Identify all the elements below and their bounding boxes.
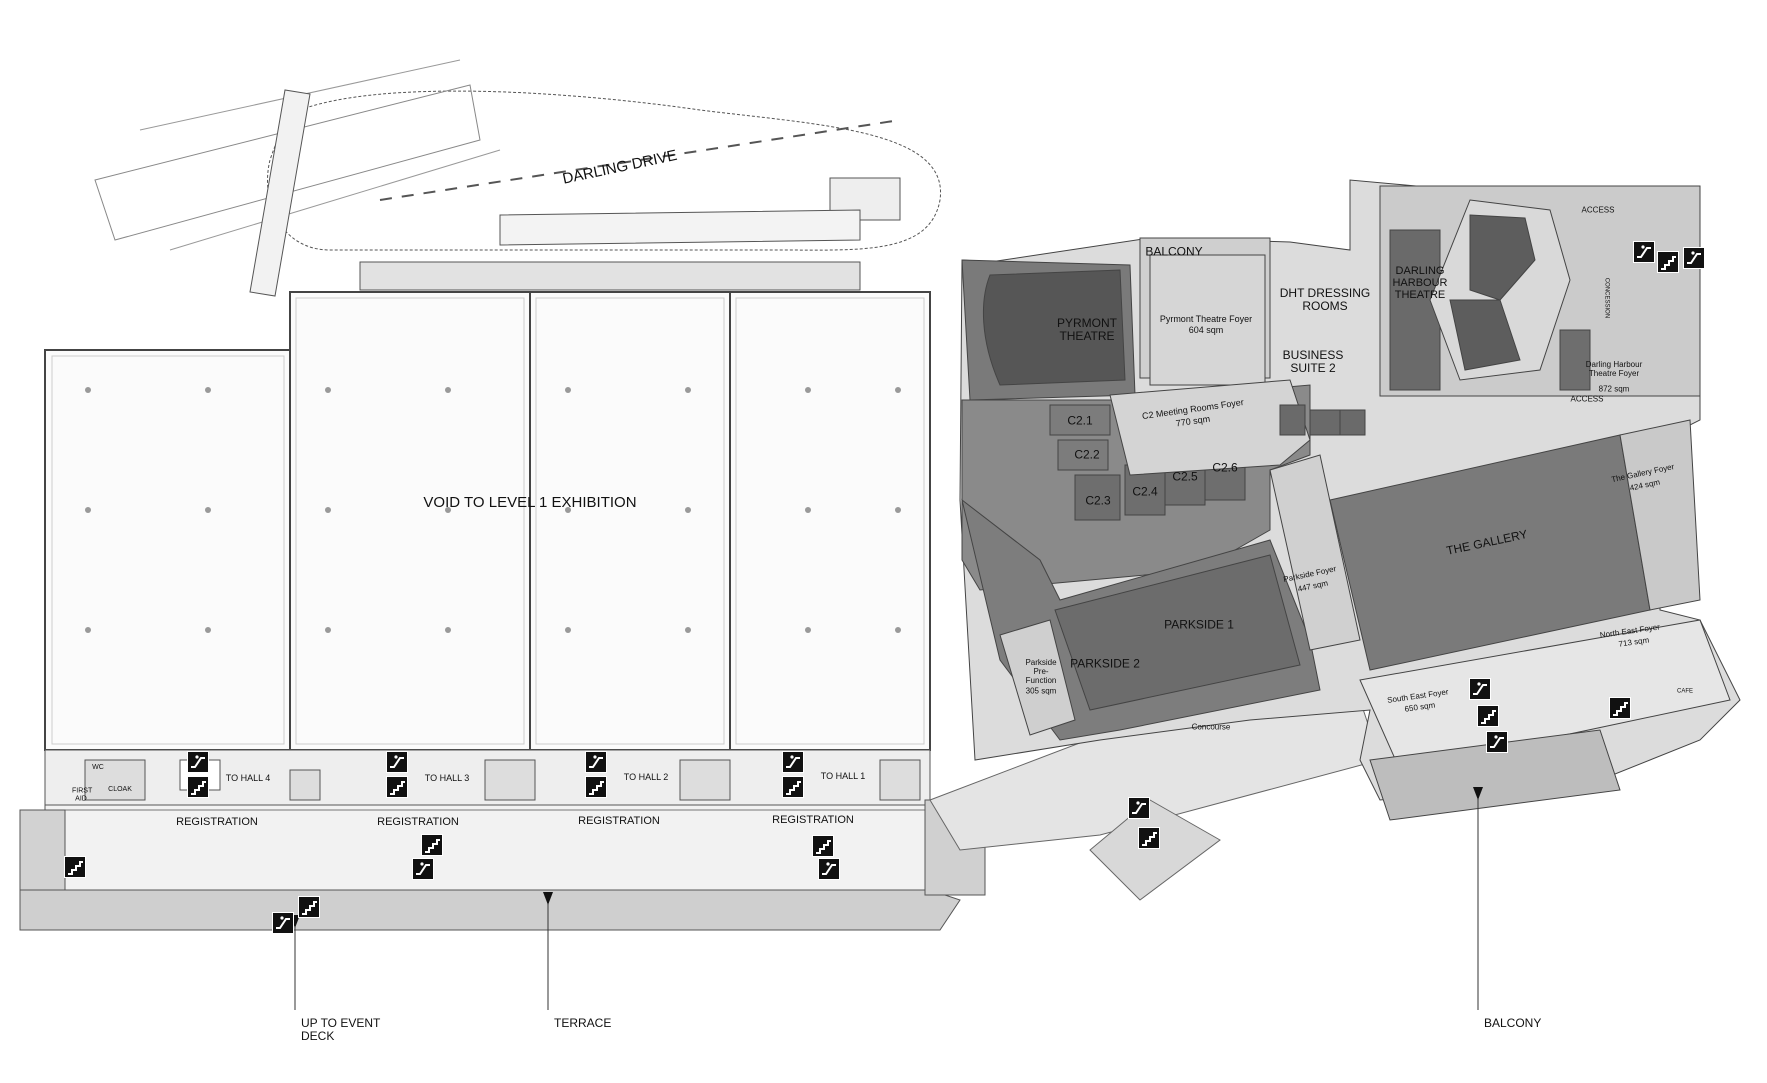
- callout-lines: [294, 790, 1479, 1010]
- stairs-icon: [1657, 251, 1679, 273]
- concession-label: CONCESSION: [1603, 277, 1610, 319]
- stairs-icon: [1477, 705, 1499, 727]
- escalator-icon: [1683, 247, 1705, 269]
- stairs-icon: [187, 776, 209, 798]
- pyrmont-theatre-label: PYRMONT THEATRE: [1057, 315, 1117, 343]
- stairs-icon: [298, 896, 320, 918]
- pyrmont-foyer-area: 604 sqm: [1188, 325, 1224, 336]
- dht-dressing-label: DHT DRESSING ROOMS: [1279, 285, 1371, 313]
- room-c22: C2.2: [1074, 447, 1100, 462]
- stairs-icon: [421, 834, 443, 856]
- wc-label: WC: [92, 764, 104, 772]
- pyrmont-foyer-label: Pyrmont Theatre Foyer: [1159, 314, 1253, 325]
- balcony-top-label: BALCONY: [1145, 244, 1203, 259]
- escalator-icon: [1633, 241, 1655, 263]
- cafe-label: CAFE: [1676, 688, 1694, 695]
- first-aid-label: FIRST AID: [72, 787, 93, 802]
- business-suite-label: BUSINESS SUITE 2: [1282, 347, 1344, 375]
- parkside-1-label: PARKSIDE 1: [1164, 617, 1234, 632]
- to-hall-4: TO HALL 4: [225, 773, 271, 784]
- registration-1: REGISTRATION: [772, 813, 854, 826]
- escalator-icon: [818, 858, 840, 880]
- room-c24: C2.4: [1132, 484, 1158, 499]
- room-c26: C2.6: [1212, 460, 1238, 475]
- escalator-icon: [187, 751, 209, 773]
- stairs-icon: [585, 776, 607, 798]
- column-grid: [85, 387, 901, 633]
- escalator-icon: [1128, 797, 1150, 819]
- stairs-icon: [812, 835, 834, 857]
- to-hall-2: TO HALL 2: [623, 772, 669, 783]
- void-label: VOID TO LEVEL 1 EXHIBITION: [423, 493, 637, 511]
- room-c21: C2.1: [1067, 413, 1093, 428]
- to-hall-1: TO HALL 1: [820, 771, 866, 782]
- registration-2: REGISTRATION: [578, 814, 660, 827]
- concourse-label: Concourse: [1191, 722, 1231, 732]
- escalator-icon: [585, 751, 607, 773]
- stairs-icon: [1609, 697, 1631, 719]
- escalator-icon: [386, 751, 408, 773]
- access-label-bottom: ACCESS: [1570, 394, 1604, 404]
- east-complex: [959, 179, 1741, 821]
- parkside-prefunction-label: Parkside Pre-Function: [1025, 657, 1057, 685]
- terrace-callout: TERRACE: [554, 1016, 612, 1030]
- parkside-prefunction-area: 305 sqm: [1025, 686, 1057, 696]
- room-c23: C2.3: [1085, 493, 1111, 508]
- room-c25: C2.5: [1172, 469, 1198, 484]
- dh-theatre-foyer-area: 872 sqm: [1598, 384, 1630, 394]
- access-label-top: ACCESS: [1581, 205, 1615, 215]
- registration-band: [19, 749, 986, 931]
- registration-4: REGISTRATION: [176, 815, 258, 828]
- balcony-callout: BALCONY: [1484, 1016, 1542, 1030]
- escalator-icon: [412, 858, 434, 880]
- registration-3: REGISTRATION: [377, 815, 459, 828]
- event-deck-callout: UP TO EVENT DECK: [301, 1016, 381, 1044]
- escalator-icon: [782, 751, 804, 773]
- stairs-icon: [386, 776, 408, 798]
- to-hall-3: TO HALL 3: [424, 773, 470, 784]
- dh-theatre-foyer-label: Darling Harbour Theatre Foyer: [1585, 360, 1643, 378]
- escalator-icon: [1486, 731, 1508, 753]
- dh-theatre-label: DARLING HARBOUR THEATRE: [1392, 264, 1448, 302]
- stairs-icon: [782, 776, 804, 798]
- parkside-2-label: PARKSIDE 2: [1070, 656, 1140, 671]
- stairs-icon: [64, 856, 86, 878]
- exhibition-void: [44, 291, 931, 751]
- escalator-icon: [272, 912, 294, 934]
- escalator-icon: [1469, 678, 1491, 700]
- cloak-label: CLOAK: [108, 786, 132, 794]
- stairs-icon: [1138, 827, 1160, 849]
